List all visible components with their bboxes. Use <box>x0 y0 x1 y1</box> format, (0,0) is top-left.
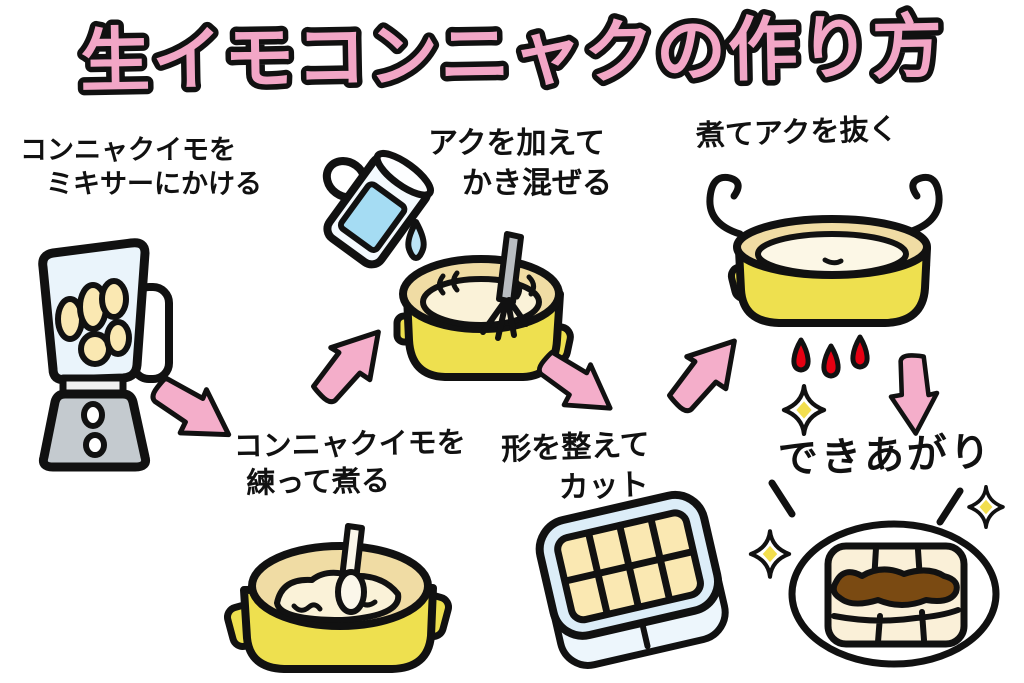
measuring-cup-icon <box>322 149 434 269</box>
step3-label: アクを加えて かき混ぜる <box>428 126 612 201</box>
page-title: 生イモコンニャクの作り方 <box>74 0 950 108</box>
whisk <box>480 231 529 341</box>
flow-arrow-icon <box>888 352 940 438</box>
sparkle-icon <box>781 383 827 437</box>
water-drop-icon <box>405 219 427 261</box>
flame-drops-icon <box>791 334 870 379</box>
emphasis-slash-icon <box>768 479 796 518</box>
finished-plate-icon <box>788 520 1000 668</box>
flow-arrow-icon <box>298 313 402 416</box>
miso-sauce <box>830 566 960 608</box>
step5-label: 煮てアクを抜く <box>695 111 899 153</box>
spatula <box>335 523 367 615</box>
potato-chunks <box>55 278 132 367</box>
step6-label: できあがり <box>777 429 994 483</box>
blender-icon <box>38 238 173 472</box>
sparkle-icon <box>967 484 1005 530</box>
pot-spatula-icon <box>224 523 452 673</box>
cutting-tray-icon <box>535 490 729 669</box>
steam-curl-icon <box>706 173 744 238</box>
boiling-pot-icon <box>727 215 931 327</box>
steam-curl-icon <box>905 173 943 236</box>
step1-label: コンニャクイモを ミキサーにかける <box>20 135 262 200</box>
title-text: 生イモコンニャクの作り方 <box>79 5 944 102</box>
step2-label: コンニャクイモを 練って煮る <box>233 424 466 500</box>
emphasis-slash-icon <box>936 487 964 526</box>
sparkle-icon <box>748 529 792 579</box>
